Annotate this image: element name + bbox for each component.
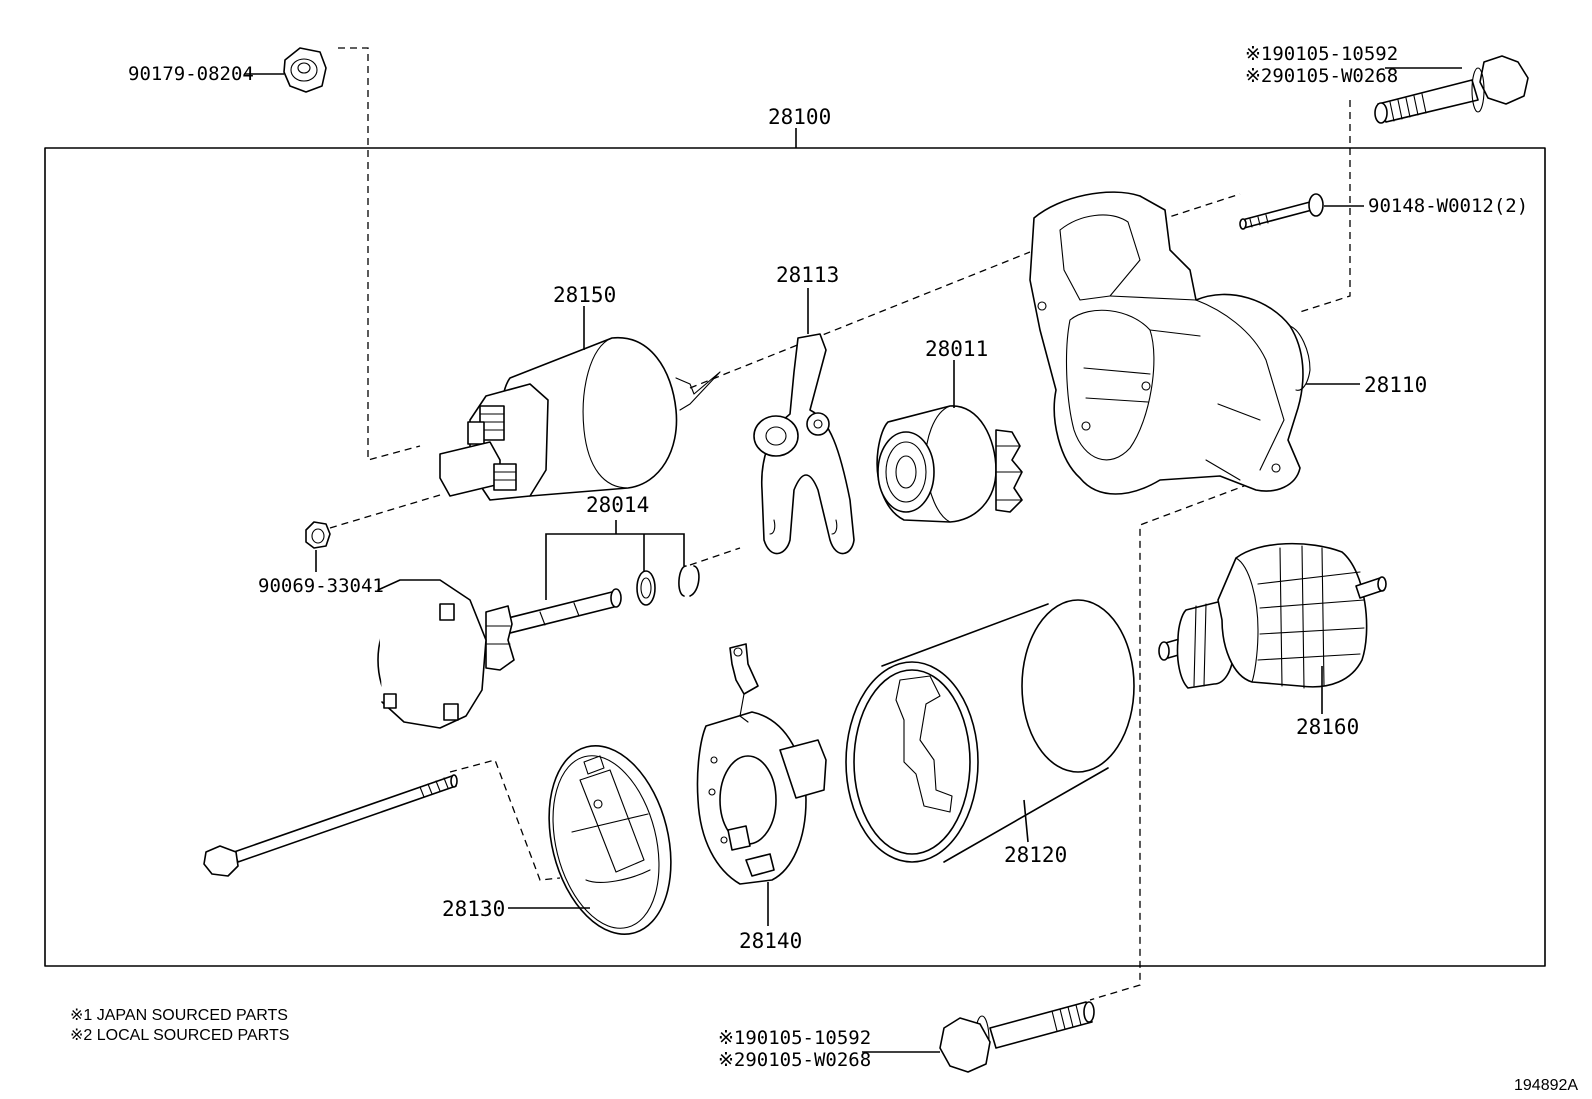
lever-icon[interactable] [753, 333, 855, 555]
small-nut-label[interactable]: 90069-33041 [258, 575, 384, 597]
top-bolt-icon[interactable] [1374, 55, 1529, 124]
lever-label[interactable]: 28113 [776, 263, 839, 287]
bottom-bolt-label-1[interactable]: ※190105-10592 [718, 1027, 871, 1049]
through-bolt-icon[interactable] [203, 774, 458, 877]
yoke-leader [1023, 799, 1029, 843]
gear-set-leader [545, 533, 685, 600]
bottom-bolt-icon[interactable] [939, 1001, 1095, 1073]
armature-label[interactable]: 28160 [1296, 715, 1359, 739]
end-frame-icon[interactable] [530, 733, 689, 947]
assembly-frame [44, 147, 1546, 967]
clutch-label[interactable]: 28011 [925, 337, 988, 361]
gear-set-label[interactable]: 28014 [586, 493, 649, 517]
clutch-icon[interactable] [876, 405, 1023, 523]
diagram-reference: 194892A [1514, 1077, 1578, 1094]
top-bolt-label-1[interactable]: ※190105-10592 [1245, 43, 1398, 65]
yoke-icon[interactable] [845, 599, 1135, 863]
note-local-sourced: ※2 LOCAL SOURCED PARTS [70, 1027, 289, 1044]
bottom-bolt-label-2[interactable]: ※290105-W0268 [718, 1049, 871, 1071]
top-nut-icon[interactable] [283, 47, 327, 93]
assembly-part-number[interactable]: 28100 [768, 105, 831, 129]
screw-label[interactable]: 90148-W0012(2) [1368, 195, 1528, 217]
top-bolt-label-2[interactable]: ※290105-W0268 [1245, 65, 1398, 87]
note-japan-sourced: ※1 JAPAN SOURCED PARTS [70, 1007, 288, 1024]
solenoid-label[interactable]: 28150 [553, 283, 616, 307]
armature-icon[interactable] [1158, 542, 1387, 689]
housing-icon[interactable] [1029, 191, 1311, 495]
small-nut-icon[interactable] [305, 521, 331, 549]
assembly-guide-lines [329, 47, 1351, 1001]
end-frame-label[interactable]: 28130 [442, 897, 505, 921]
solenoid-icon[interactable] [439, 337, 721, 501]
brush-holder-icon[interactable] [696, 643, 827, 885]
housing-label[interactable]: 28110 [1364, 373, 1427, 397]
yoke-label[interactable]: 28120 [1004, 843, 1067, 867]
gear-set-icon[interactable] [377, 565, 700, 729]
top-nut-label[interactable]: 90179-08204 [128, 63, 254, 85]
screw-icon[interactable] [1239, 193, 1324, 230]
brush-holder-label[interactable]: 28140 [739, 929, 802, 953]
